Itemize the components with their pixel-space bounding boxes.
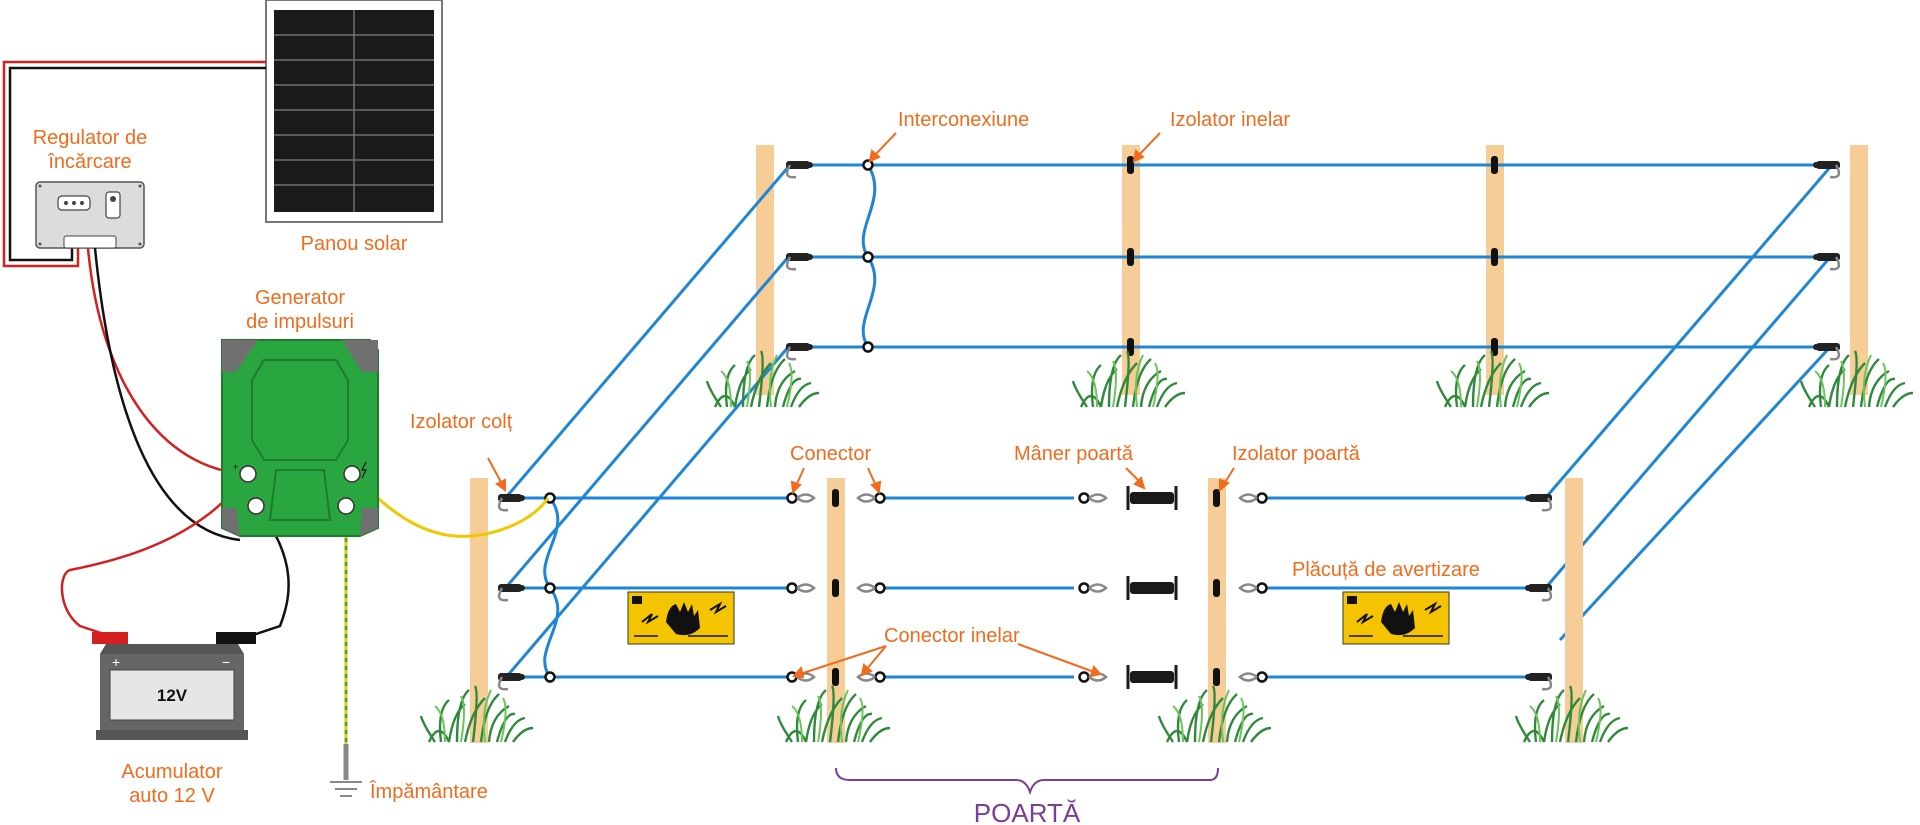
front-fence-posts [470, 478, 1583, 743]
back-post-3 [1486, 145, 1504, 395]
label-gate-insulator: Izolator poartă [1232, 443, 1361, 465]
label-grounding: Împământare [369, 780, 488, 803]
ground-rod-icon [330, 744, 362, 797]
label-solar-panel: Panou solar [301, 233, 408, 255]
label-gate-handle: Mâner poartă [1014, 443, 1134, 465]
back-corner-post-right [1850, 145, 1868, 395]
charge-regulator-icon [35, 181, 145, 249]
label-connector: Conector [790, 443, 871, 465]
back-corner-post-left [756, 145, 774, 395]
battery-voltage: 12V [157, 686, 188, 705]
label-ring-connector: Conector inelar [884, 625, 1020, 647]
warning-sign-right [1342, 591, 1450, 645]
label-generator-line2: de impulsuri [246, 311, 354, 333]
front-wires [512, 496, 1540, 679]
svg-text:+: + [233, 462, 238, 472]
label-gate: POARTĂ [974, 798, 1081, 825]
battery-minus: − [222, 654, 230, 670]
label-battery-line1: Acumulator [121, 761, 222, 783]
warning-sign-left [627, 591, 735, 645]
label-interconnection: Interconexiune [898, 109, 1029, 131]
car-battery-icon: 12V + − [92, 632, 256, 740]
label-battery-line2: auto 12 V [129, 785, 215, 807]
back-hardware [784, 156, 1842, 361]
battery-plus: + [112, 654, 120, 670]
gate-post-left [827, 478, 845, 743]
grass-tuft-icon [705, 349, 821, 409]
gate-brace [835, 767, 1219, 796]
solar-panel-icon [265, 0, 443, 223]
front-corner-post-left [470, 478, 488, 743]
front-corner-post-right [1565, 478, 1583, 743]
gate-post-right [1208, 478, 1226, 743]
label-regulator-line1: Regulator de [33, 127, 148, 149]
back-post-2 [1122, 145, 1140, 395]
front-grass [419, 684, 1630, 744]
back-grass [705, 349, 1915, 409]
grass-tuft-icon [1071, 349, 1187, 409]
back-wires [800, 163, 1828, 349]
panel-wires [2, 60, 266, 268]
back-fence [756, 145, 1868, 395]
label-regulator-line2: încărcare [47, 151, 131, 173]
grass-tuft-icon [1435, 349, 1551, 409]
label-warning-sign: Plăcuță de avertizare [1292, 559, 1480, 581]
label-arrows [487, 132, 1235, 679]
pulse-generator-icon: + [221, 339, 379, 537]
label-ring-insulator: Izolator inelar [1170, 109, 1290, 131]
label-corner-insulator: Izolator colț [410, 411, 513, 433]
label-generator-line1: Generator [255, 287, 345, 309]
